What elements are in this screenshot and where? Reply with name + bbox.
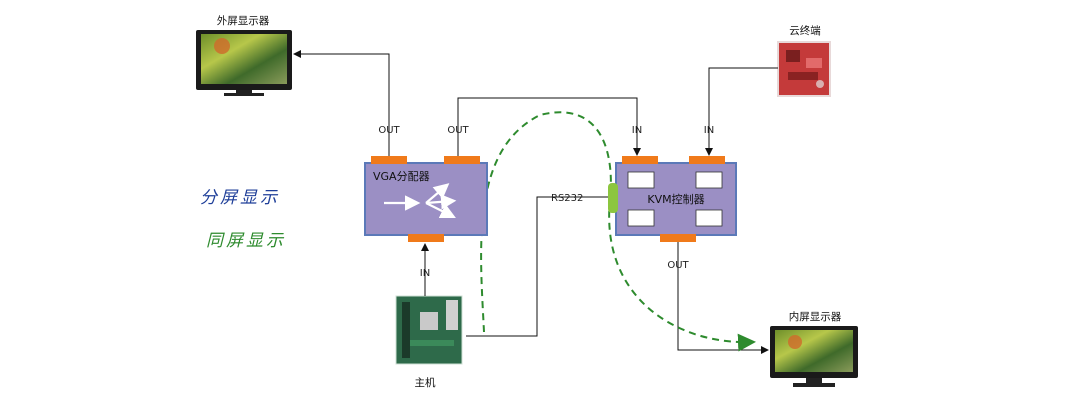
- kvm-in-label-2: IN: [704, 125, 714, 136]
- monitor-base: [224, 93, 264, 96]
- vga-splitter-label: VGA分配器: [373, 170, 430, 183]
- board-chip: [806, 58, 822, 68]
- ram-slot: [402, 302, 410, 358]
- vga-in-label: IN: [420, 268, 430, 279]
- kvm-controller: KVM控制器: [608, 156, 737, 242]
- vga-in-port: [408, 234, 444, 242]
- kvm-slot: [695, 171, 723, 189]
- line-cloud-terminal-to-kvm-in: [705, 67, 778, 156]
- io-ports: [446, 300, 458, 330]
- kvm-slot: [695, 209, 723, 227]
- kvm-in-label-1: IN: [632, 125, 642, 136]
- kvm-in-port-2: [689, 156, 725, 164]
- kvm-out-label: OUT: [667, 260, 689, 271]
- board-chip: [786, 50, 800, 62]
- vga-splitter-box: [364, 162, 488, 236]
- cloud-terminal: 云终端: [777, 24, 831, 97]
- rs232-label: RS232: [551, 193, 583, 204]
- kvm-in-port-1: [622, 156, 658, 164]
- circuit-board-image: [777, 41, 831, 97]
- line-vga-out-to-kvm-in: [457, 97, 641, 157]
- kvm-slot: [627, 171, 655, 189]
- legend-same-display: 同屏显示: [206, 231, 286, 251]
- vga-out-label-1: OUT: [378, 125, 400, 136]
- board-connector: [816, 80, 824, 88]
- board-chip: [788, 72, 818, 80]
- vga-splitter: VGA分配器: [364, 156, 488, 242]
- same-screen-dashed-path: [480, 111, 756, 352]
- kvm-out-port: [660, 234, 696, 242]
- pci-slot: [410, 340, 454, 346]
- kvm-rs232-port: [608, 183, 618, 213]
- legend-split-display: 分屏显示: [200, 188, 280, 208]
- cpu-socket: [420, 312, 438, 330]
- cloud-terminal-label: 云终端: [789, 24, 821, 37]
- host-label: 主机: [415, 376, 436, 389]
- screen-flower: [214, 38, 230, 54]
- line-vga-out-to-external-monitor: [293, 50, 390, 157]
- external-monitor: 外屏显示器: [196, 15, 292, 96]
- kvm-controller-label: KVM控制器: [647, 192, 704, 206]
- split-arrows-icon: [384, 183, 457, 218]
- monitor-neck: [806, 378, 822, 383]
- vga-out-label-2: OUT: [447, 125, 469, 136]
- monitor-screen: [775, 330, 853, 372]
- monitor-base: [793, 383, 835, 387]
- host: 主机: [395, 295, 463, 389]
- screen-flower: [788, 335, 802, 349]
- line-rs232: [466, 196, 608, 337]
- external-monitor-label: 外屏显示器: [217, 15, 270, 27]
- monitor-screen: [201, 34, 287, 84]
- internal-monitor: 内屏显示器: [770, 310, 858, 387]
- monitor-neck: [236, 90, 252, 94]
- vga-out-port-2: [444, 156, 480, 164]
- kvm-slot: [627, 209, 655, 227]
- vga-out-port-1: [371, 156, 407, 164]
- internal-monitor-label: 内屏显示器: [789, 310, 842, 323]
